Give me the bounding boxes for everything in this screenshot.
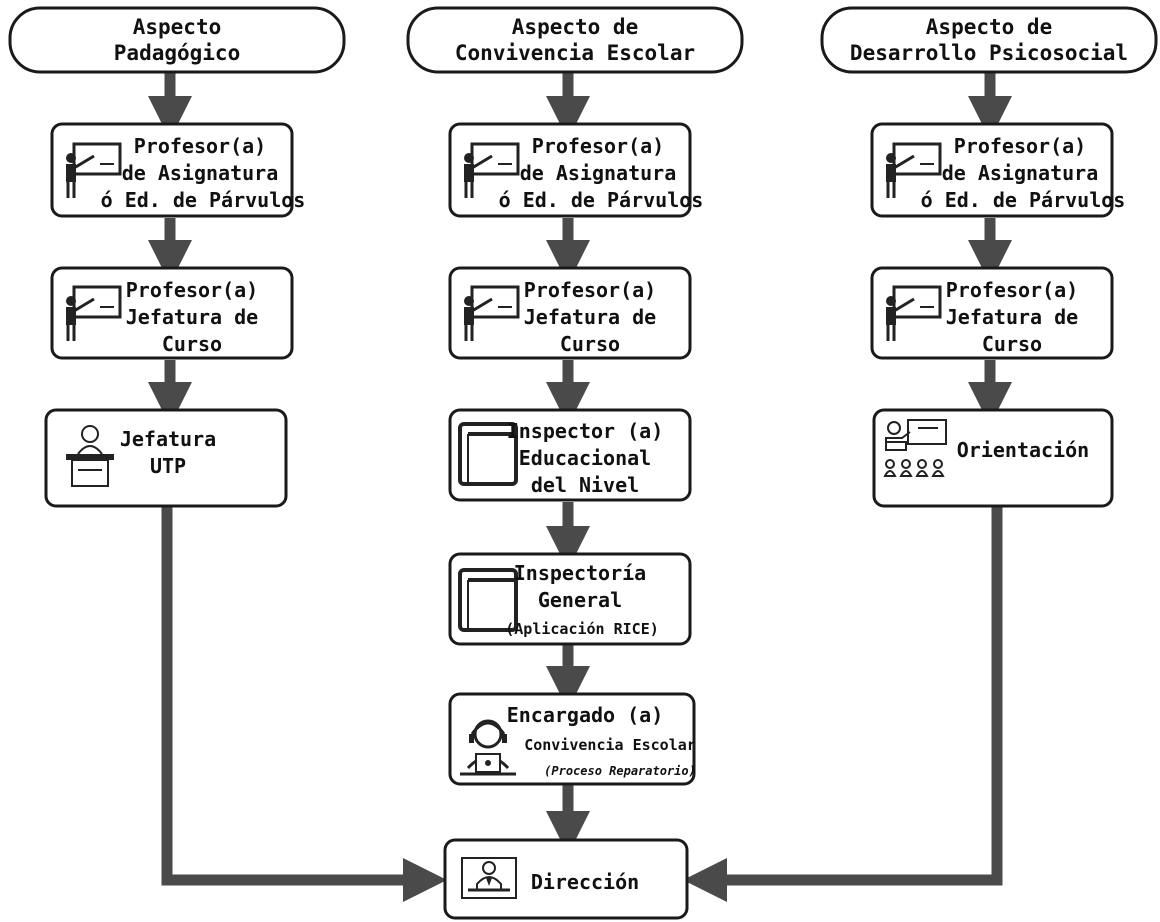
box-psicosocial-profesor-asignatura: Profesor(a) de Asignatura ó Ed. de Párvu…	[870, 122, 1126, 218]
arrow-psicosocial-to-direccion	[683, 505, 1003, 902]
box-convivencia-5-line-3: (Proceso Reparatorio)	[544, 764, 696, 778]
box-psicosocial-2-line-2: Jefatura de	[946, 305, 1078, 329]
box-psicosocial-2-line-3: Curso	[982, 332, 1042, 356]
box-direccion: Dirección	[443, 838, 689, 920]
header-pedagogico: Aspecto Padagógico	[8, 6, 346, 74]
box-convivencia-1-line-2: de Asignatura	[520, 161, 677, 185]
box-pedagogico-profesor-jefatura: Profesor(a) Jefatura de Curso	[50, 266, 294, 360]
box-convivencia-5-line-1: Encargado (a)	[507, 703, 664, 727]
connector-arrows	[148, 73, 1012, 902]
box-pedagogico-2-line-2: Jefatura de	[126, 305, 258, 329]
header-psicosocial-line-2: Desarrollo Psicosocial	[850, 41, 1128, 65]
box-convivencia-4-line-2: General	[538, 588, 622, 612]
header-convivencia: Aspecto de Convivencia Escolar	[406, 6, 744, 74]
box-psicosocial-3-line-1: Orientación	[957, 438, 1089, 462]
box-convivencia-2-line-1: Profesor(a)	[524, 278, 656, 302]
box-convivencia-4-line-3: (Aplicación RICE)	[505, 620, 659, 638]
box-convivencia-1-line-1: Profesor(a)	[532, 134, 664, 158]
box-convivencia-3-line-1: Inspector (a)	[507, 419, 664, 443]
box-convivencia-3-line-3: del Nivel	[531, 473, 639, 497]
header-pedagogico-line-2: Padagógico	[114, 41, 240, 65]
box-pedagogico-1-line-2: de Asignatura	[122, 161, 279, 185]
box-pedagogico-3-line-1: Jefatura	[120, 427, 216, 451]
box-psicosocial-1-line-3: ó Ed. de Párvulos	[921, 188, 1126, 212]
box-convivencia-2-line-3: Curso	[560, 332, 620, 356]
box-pedagogico-1-line-3: ó Ed. de Párvulos	[101, 188, 306, 212]
box-pedagogico-1-line-1: Profesor(a)	[134, 134, 266, 158]
header-pedagogico-line-1: Aspecto	[133, 15, 222, 39]
box-convivencia-inspector-educacional: Inspector (a) Educacional del Nivel	[448, 408, 692, 502]
box-convivencia-2-line-2: Jefatura de	[524, 305, 656, 329]
box-pedagogico-2-line-1: Profesor(a)	[126, 278, 258, 302]
column-pedagogico: Aspecto Padagógico Profesor(a) de Asigna…	[8, 6, 346, 508]
box-psicosocial-2-line-1: Profesor(a)	[946, 278, 1078, 302]
box-convivencia-profesor-jefatura: Profesor(a) Jefatura de Curso	[448, 266, 692, 360]
box-pedagogico-2-line-3: Curso	[162, 332, 222, 356]
box-convivencia-3-line-2: Educacional	[519, 446, 651, 470]
box-psicosocial-1-line-2: de Asignatura	[942, 161, 1099, 185]
header-psicosocial: Aspecto de Desarrollo Psicosocial	[820, 6, 1158, 74]
box-convivencia-1-line-3: ó Ed. de Párvulos	[499, 188, 704, 212]
box-pedagogico-profesor-asignatura: Profesor(a) de Asignatura ó Ed. de Párvu…	[50, 122, 306, 218]
header-psicosocial-line-1: Aspecto de	[926, 15, 1052, 39]
arrow-pedagogico-to-direccion	[161, 505, 447, 902]
box-pedagogico-3-line-2: UTP	[150, 454, 186, 478]
box-psicosocial-orientacion: Orientación	[872, 408, 1114, 508]
column-convivencia: Aspecto de Convivencia Escolar Profesor(…	[406, 6, 744, 786]
box-convivencia-inspectoria-general: Inspectoría General (Aplicación RICE)	[448, 552, 692, 646]
box-convivencia-4-line-1: Inspectoría	[514, 561, 646, 585]
box-convivencia-profesor-asignatura: Profesor(a) de Asignatura ó Ed. de Párvu…	[448, 122, 704, 218]
direccion-label: Dirección	[531, 870, 639, 894]
box-convivencia-5-line-2: Convivencia Escolar	[524, 736, 696, 754]
box-convivencia-encargado: Encargado (a) Convivencia Escolar (Proce…	[448, 692, 696, 786]
box-psicosocial-profesor-jefatura: Profesor(a) Jefatura de Curso	[870, 266, 1114, 360]
header-convivencia-line-2: Convivencia Escolar	[455, 41, 695, 65]
box-psicosocial-1-line-1: Profesor(a)	[954, 134, 1086, 158]
header-convivencia-line-1: Aspecto de	[512, 15, 638, 39]
box-pedagogico-jefatura-utp: Jefatura UTP	[44, 408, 288, 508]
column-psicosocial: Aspecto de Desarrollo Psicosocial Profes…	[820, 6, 1158, 508]
